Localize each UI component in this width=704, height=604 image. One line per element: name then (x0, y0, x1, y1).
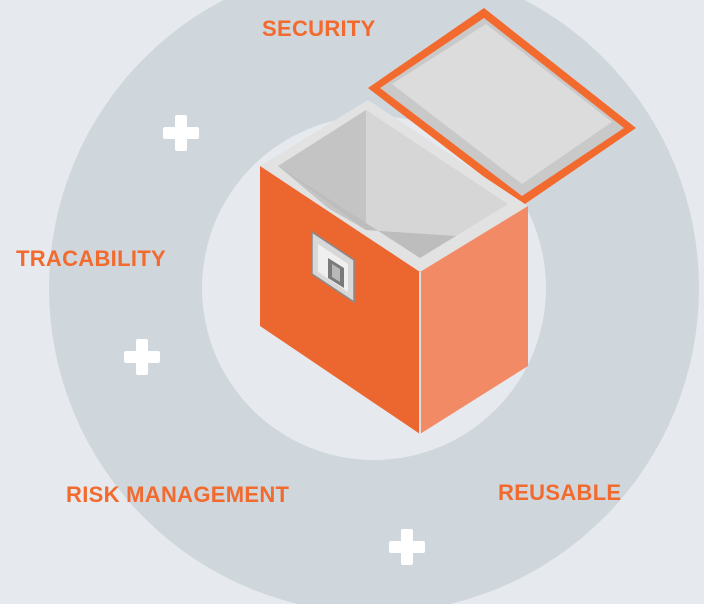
label-security: SECURITY (262, 16, 376, 41)
box-interior-left (278, 110, 366, 230)
open-box-icon (260, 8, 636, 434)
box-lid-panel (392, 24, 612, 184)
box-side (420, 206, 528, 434)
box-interior-right (366, 110, 508, 236)
box-interior-floor (278, 166, 456, 258)
label-reusable: REUSABLE (498, 480, 622, 505)
plus-icon (163, 115, 199, 151)
plus-icon (389, 529, 425, 565)
box-front (260, 166, 420, 434)
box-tag-icon (311, 230, 355, 304)
plus-icon (124, 339, 160, 375)
label-risk-management: RISK MANAGEMENT (66, 482, 290, 507)
label-tracability: TRACABILITY (16, 246, 166, 271)
